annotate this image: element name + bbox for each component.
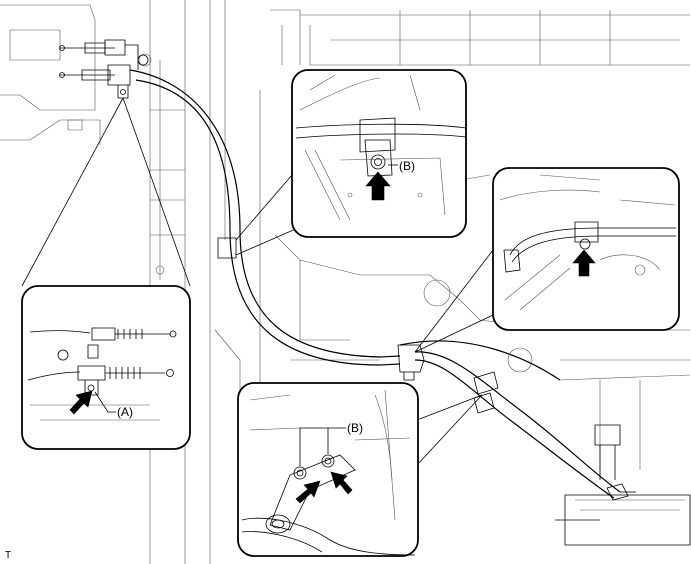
inset-top-clamp: (B) <box>291 69 467 238</box>
arrow-diagonal-icon-left <box>69 390 93 415</box>
cable-equalizer <box>59 39 149 99</box>
callout-b-top: (B) <box>399 159 415 173</box>
inset-bottom-bracket: (B) <box>237 382 419 557</box>
inset-right-clamp <box>492 167 680 331</box>
callout-a: (A) <box>117 405 133 419</box>
arrow-diagonal-icon-bottom-1 <box>295 480 321 504</box>
arrow-diagonal-icon-bottom-2 <box>330 471 353 495</box>
arrow-up-icon <box>365 171 391 201</box>
callout-b-bottom: (B) <box>347 421 363 435</box>
corner-mark: T <box>5 550 11 561</box>
inset-left-equalizer: (A) <box>21 285 191 450</box>
parking-brake-cable <box>129 69 636 501</box>
arrow-up-icon-right <box>572 249 596 277</box>
leader-lines <box>21 97 494 466</box>
